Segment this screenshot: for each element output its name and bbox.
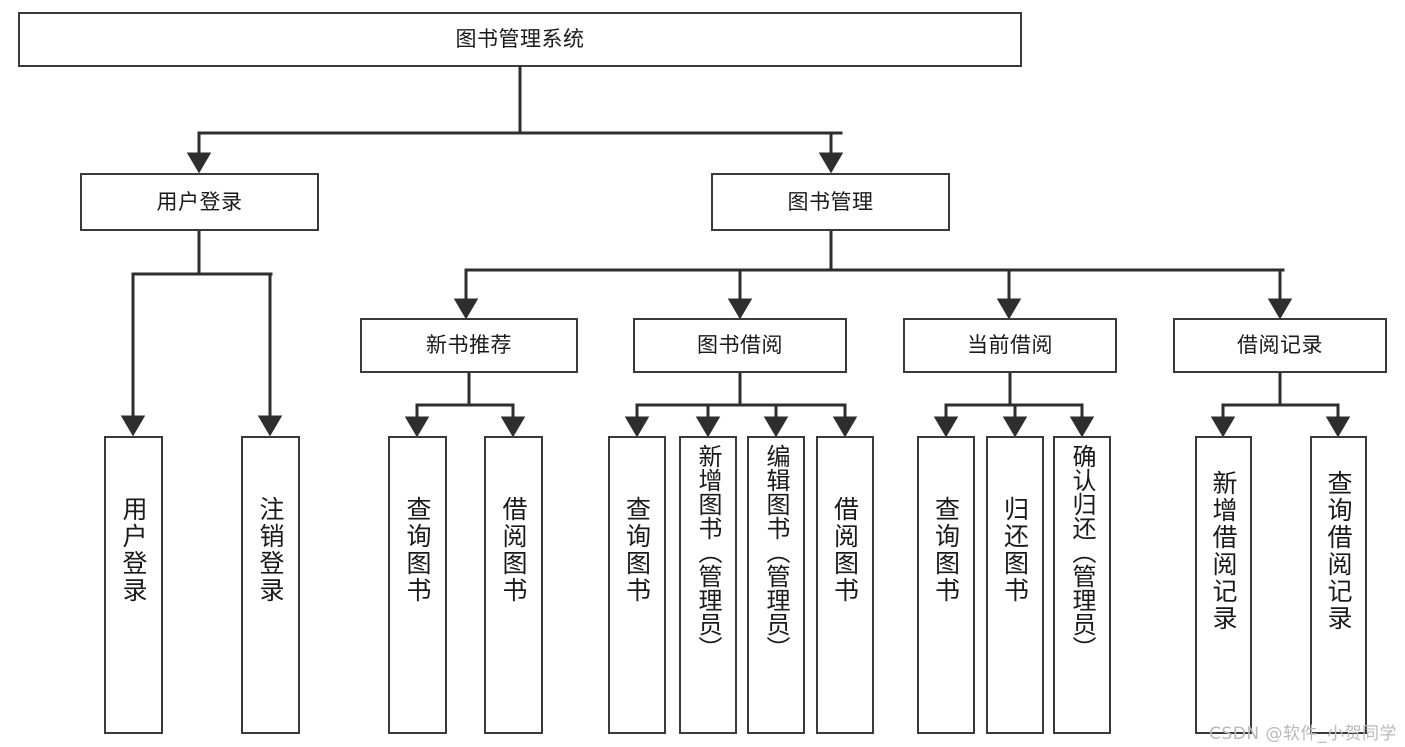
node-leaf-borrow-book[interactable]: 借阅图书 [816, 436, 874, 734]
node-label: 借阅图书 [499, 496, 528, 604]
node-label: 注销登录 [256, 496, 285, 604]
node-label: 编辑图书（管理员） [762, 444, 790, 660]
node-leaf-logout[interactable]: 注销登录 [241, 436, 300, 734]
node-label: 图书管理 [787, 189, 874, 214]
node-label: 归还图书 [1000, 496, 1030, 604]
node-label: 查询图书 [622, 496, 652, 604]
node-borrow-record[interactable]: 借阅记录 [1173, 318, 1387, 373]
node-label: 借阅记录 [1237, 333, 1323, 358]
node-user-login[interactable]: 用户登录 [80, 173, 319, 231]
node-label: 查询借阅记录 [1324, 470, 1353, 632]
node-leaf-confirm-return[interactable]: 确认归还（管理员） [1053, 436, 1111, 734]
node-label: 当前借阅 [967, 333, 1053, 358]
node-label: 新书推荐 [426, 333, 512, 358]
node-book-borrow[interactable]: 图书借阅 [633, 318, 847, 373]
node-leaf-return-book[interactable]: 归还图书 [986, 436, 1044, 734]
node-label: 确认归还（管理员） [1068, 444, 1096, 660]
node-leaf-edit-book[interactable]: 编辑图书（管理员） [747, 436, 805, 734]
node-book-management[interactable]: 图书管理 [711, 173, 950, 231]
node-label: 图书借阅 [697, 333, 783, 358]
node-label: 新增借阅记录 [1209, 470, 1238, 632]
node-leaf-add-book[interactable]: 新增图书（管理员） [679, 436, 737, 734]
node-leaf-query-book-borrow[interactable]: 查询图书 [608, 436, 666, 734]
node-label: 查询图书 [403, 496, 432, 604]
node-current-borrow[interactable]: 当前借阅 [903, 318, 1117, 373]
node-label: 新增图书（管理员） [694, 444, 722, 660]
node-leaf-query-book-current[interactable]: 查询图书 [917, 436, 975, 734]
node-label: 图书管理系统 [455, 27, 585, 52]
node-leaf-query-borrow-record[interactable]: 查询借阅记录 [1310, 436, 1367, 734]
node-root-system[interactable]: 图书管理系统 [18, 12, 1022, 67]
node-leaf-user-login[interactable]: 用户登录 [104, 436, 163, 734]
node-label: 用户登录 [119, 496, 148, 604]
node-label: 用户登录 [156, 189, 243, 214]
node-label: 查询图书 [931, 496, 961, 604]
node-leaf-add-borrow-record[interactable]: 新增借阅记录 [1195, 436, 1252, 734]
node-leaf-query-book-recommend[interactable]: 查询图书 [388, 436, 447, 734]
node-label: 借阅图书 [830, 496, 860, 604]
node-leaf-borrow-book-recommend[interactable]: 借阅图书 [484, 436, 543, 734]
watermark-text: CSDN @软件_小贺同学 [1209, 724, 1397, 744]
node-new-book-recommend[interactable]: 新书推荐 [360, 318, 578, 373]
